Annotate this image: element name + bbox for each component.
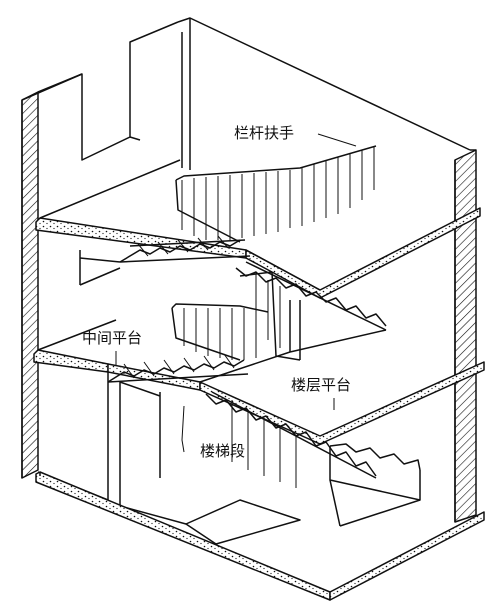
middle-landing-label: 中间平台 — [82, 329, 143, 347]
lower-stair-flight — [205, 391, 421, 527]
floor-landing-label: 楼层平台 — [291, 376, 352, 394]
lower-landing-stair — [107, 353, 249, 383]
upper-floor-slab — [35, 159, 481, 299]
upper-railing — [79, 145, 377, 286]
upper-stair-flight — [119, 235, 251, 263]
stair-flight-label: 楼梯段 — [200, 442, 246, 460]
right-wall — [454, 149, 477, 523]
ground-floor — [35, 471, 485, 601]
lower-railing — [171, 303, 269, 361]
left-wall — [21, 21, 179, 479]
railing-leader-line — [317, 133, 357, 147]
lower-floor-slab — [33, 319, 485, 445]
middle-stair-flight — [235, 261, 387, 361]
railing-label: 栏杆扶手 — [234, 124, 295, 142]
column — [107, 372, 161, 510]
stair-flight-leader-line — [181, 405, 185, 453]
back-wall — [129, 17, 471, 170]
